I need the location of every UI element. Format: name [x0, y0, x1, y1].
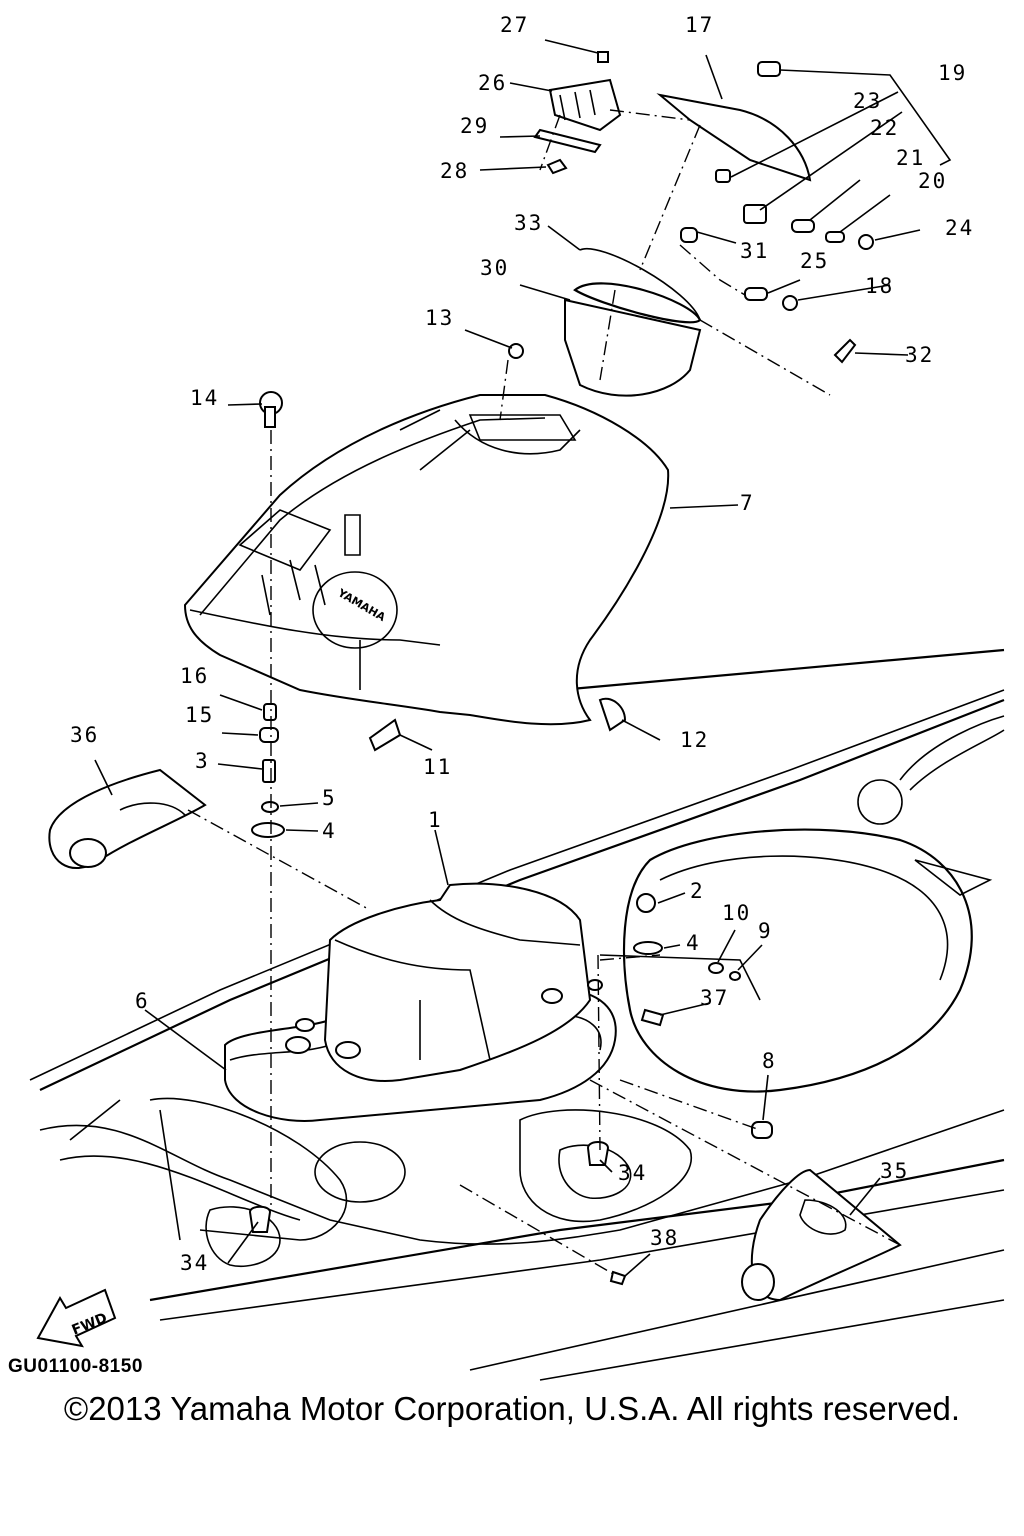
- callout-1: 1: [428, 808, 443, 832]
- callout-36: 36: [70, 723, 99, 747]
- callout-10: 10: [722, 901, 751, 925]
- drawing-code: GU01100-8150: [8, 1356, 143, 1377]
- callout-21: 21: [896, 146, 925, 170]
- callout-16: 16: [180, 664, 209, 688]
- callout-11: 11: [423, 755, 452, 779]
- callout-6: 6: [135, 989, 150, 1013]
- callout-5: 5: [322, 786, 337, 810]
- callout-30: 30: [480, 256, 509, 280]
- callout-labels: 27 17 19 26 23 22 29 21 28 20 33 24 31 2…: [70, 13, 974, 1275]
- callout-23: 23: [853, 89, 882, 113]
- callout-2: 2: [690, 879, 705, 903]
- part-36-duct: [48, 768, 207, 870]
- callout-18: 18: [865, 274, 894, 298]
- callout-34a: 34: [618, 1161, 647, 1185]
- callout-33: 33: [514, 211, 543, 235]
- callout-22: 22: [870, 116, 899, 140]
- callout-37: 37: [700, 986, 729, 1010]
- part-35-duct: [741, 1168, 902, 1302]
- leader-lines: [94, 39, 952, 1277]
- callout-26: 26: [478, 71, 507, 95]
- callout-34b: 34: [180, 1251, 209, 1275]
- callout-3: 3: [195, 749, 210, 773]
- callout-24: 24: [945, 216, 974, 240]
- callout-28: 28: [440, 159, 469, 183]
- callout-4a: 4: [322, 819, 337, 843]
- callout-19: 19: [938, 61, 967, 85]
- callout-9: 9: [758, 919, 773, 943]
- callout-8: 8: [762, 1049, 777, 1073]
- callout-29: 29: [460, 114, 489, 138]
- callout-31: 31: [740, 239, 769, 263]
- callout-7: 7: [740, 491, 755, 515]
- callout-25: 25: [800, 249, 829, 273]
- callout-14: 14: [190, 386, 219, 410]
- part-1-tank: [224, 882, 617, 1122]
- callout-27: 27: [500, 13, 529, 37]
- callout-15: 15: [185, 703, 214, 727]
- callout-4b: 4: [686, 931, 701, 955]
- callout-12: 12: [680, 728, 709, 752]
- callout-13: 13: [425, 306, 454, 330]
- hull-deck: [29, 648, 1005, 1381]
- callout-20: 20: [918, 169, 947, 193]
- lower-small-parts: [248, 697, 773, 1286]
- copyright-notice: ©2013 Yamaha Motor Corporation, U.S.A. A…: [63, 1390, 961, 1427]
- upper-components: [259, 51, 874, 428]
- callout-32: 32: [905, 343, 934, 367]
- callout-35: 35: [880, 1159, 909, 1183]
- part-7-cowling: YAMAHA: [183, 394, 670, 726]
- callout-17: 17: [685, 13, 714, 37]
- callout-38: 38: [650, 1226, 679, 1250]
- fwd-arrow: FWD: [36, 1288, 117, 1348]
